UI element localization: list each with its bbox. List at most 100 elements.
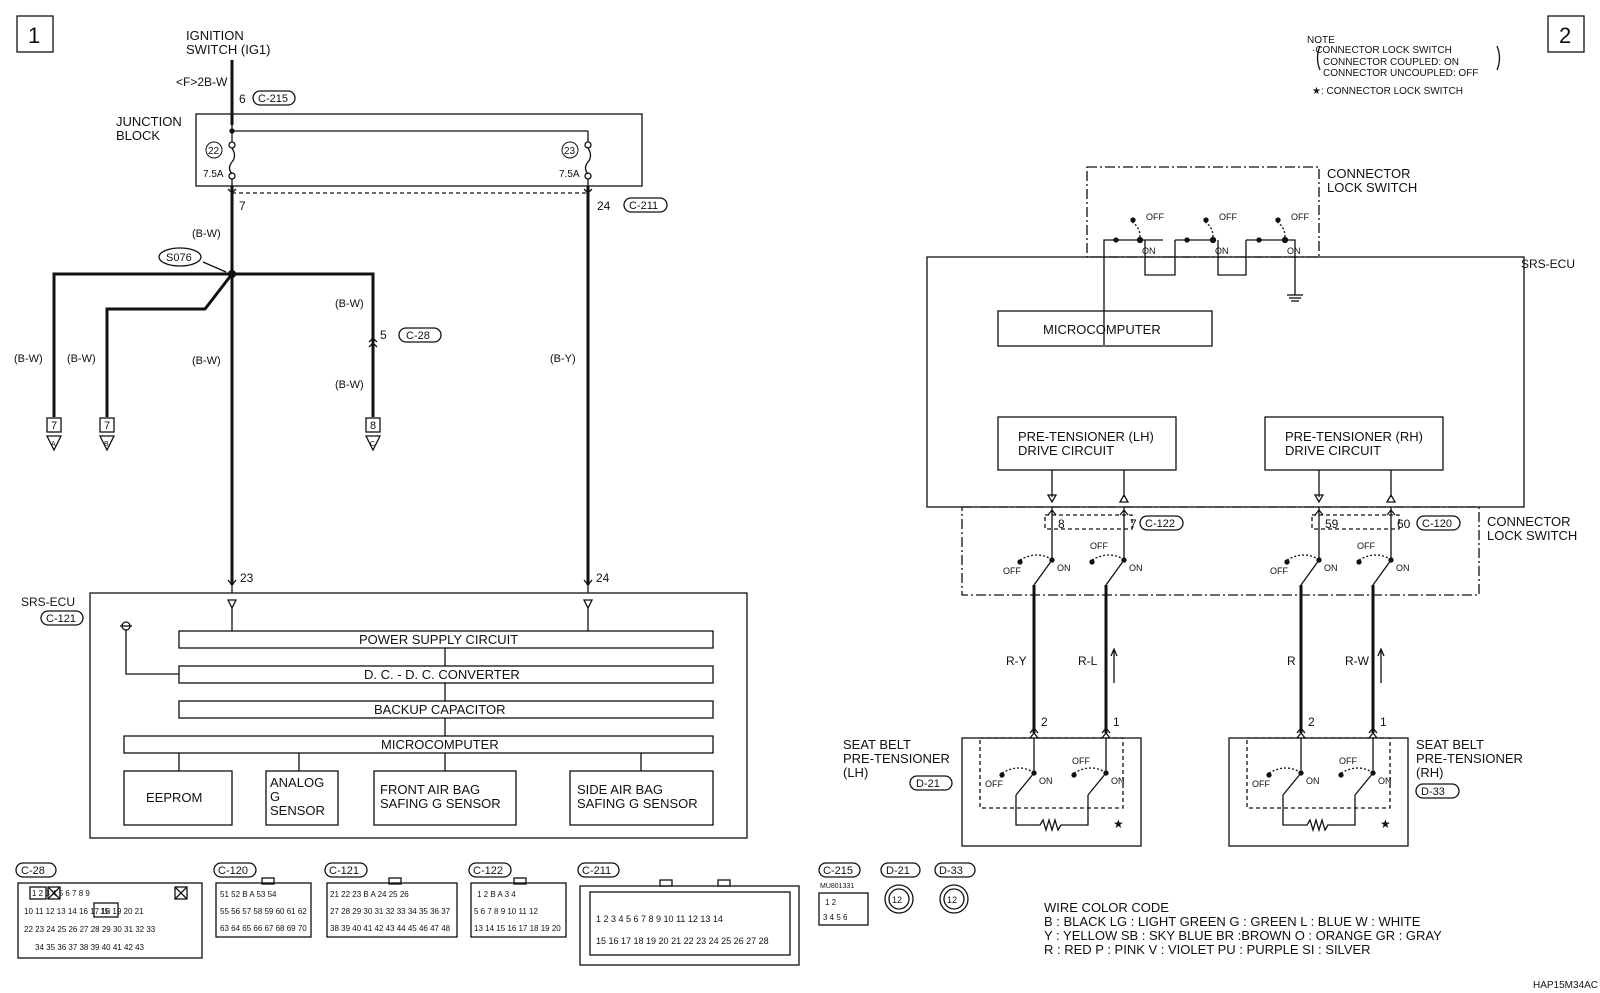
lock-switch-star-rh: ★ (1380, 817, 1391, 831)
lh-pin-2-label: 2 (1041, 715, 1048, 729)
lock-switch-star-lh: ★ (1113, 817, 1124, 831)
front-airbag-text-2: SAFING G SENSOR (380, 796, 501, 811)
c121-row-2: 27 28 29 30 31 32 33 34 35 36 37 (330, 907, 451, 916)
wire-bw-label-3: (B-W) (14, 353, 43, 365)
analog-g-sensor-block (265, 770, 339, 826)
c121-row-1: 21 22 23 B A 24 25 26 (330, 890, 409, 899)
face-c211-label: C-211 (582, 865, 611, 877)
wire-bw-label-2: (B-W) (335, 298, 364, 310)
drawing-id: HAP15M34AC (1533, 980, 1598, 991)
ecu-pin-24-label: 24 (596, 571, 610, 585)
mid-lh-switch1-on-label: ON (1057, 563, 1071, 573)
fuse-22-top-terminal (228, 141, 236, 149)
pt-rh-drive-text-2: DRIVE CIRCUIT (1285, 443, 1381, 458)
branch-to-7b (105, 273, 234, 417)
srs-ecu-label-left: SRS-ECU (21, 595, 75, 609)
c28-row-2: 10 11 12 13 14 16 17 18 19 20 21 (24, 907, 144, 916)
ref-7b-letter: B (104, 441, 109, 448)
squib-lh (1015, 795, 1089, 833)
face-c215-label: C-215 (823, 865, 853, 877)
sb-lh-switch1-on: ON (1039, 776, 1053, 786)
squib-rh (1282, 795, 1356, 833)
wire-bw-label-1: (B-W) (192, 228, 221, 240)
page-number-box-right (1547, 15, 1585, 53)
fuse-23-top-terminal (584, 141, 592, 149)
wire-ry-label: R-Y (1006, 654, 1027, 668)
connector-lock-switch-top-label-2: LOCK SWITCH (1327, 180, 1417, 195)
pt-lh-drive-text-1: PRE-TENSIONER (LH) (1018, 429, 1154, 444)
seatbelt-rh-label-2: PRE-TENSIONER (1416, 751, 1523, 766)
pt-rh-drive-text-1: PRE-TENSIONER (RH) (1285, 429, 1423, 444)
sb-lh-switch2-on: ON (1111, 776, 1125, 786)
seatbelt-lh-label-3: (LH) (843, 765, 868, 780)
analog-text-2: G (270, 789, 280, 804)
fuse-22-element (228, 147, 236, 175)
ref-box-7a (46, 417, 62, 433)
c122-row-1: 1 2 B A 3 4 (477, 890, 516, 899)
c28-row-3: 22 23 24 25 26 27 28 29 30 31 32 33 (24, 925, 156, 934)
power-supply-circuit-block (178, 630, 714, 649)
side-airbag-text-1: SIDE AIR BAG (577, 782, 663, 797)
fuse-23-number: 23 (564, 146, 576, 157)
top-switch-1-off: OFF (1146, 212, 1164, 222)
connector-lock-switch-mid-label-1: CONNECTOR (1487, 514, 1571, 529)
dcdc-converter-block (178, 665, 714, 684)
connector-face-c211 (579, 885, 800, 966)
wire-bw-label-6: (B-W) (335, 379, 364, 391)
pin-59-label: 59 (1325, 517, 1339, 531)
srs-ecu-box-right (926, 256, 1525, 508)
fuse-22-rating: 7.5A (203, 169, 224, 180)
wire-color-code-line1: B : BLACK LG : LIGHT GREEN G : GREEN L :… (1044, 914, 1421, 929)
connector-mark-c28 (368, 337, 378, 348)
pin-8-label: 8 (1058, 517, 1065, 531)
wire-rl-label: R-L (1078, 654, 1098, 668)
connector-face-c120 (215, 882, 312, 938)
connector-lock-switch-mid-box (961, 506, 1480, 596)
microcomputer-block-right (997, 310, 1213, 347)
page-number-left: 1 (28, 23, 40, 48)
c28-row-4: 34 35 36 37 38 39 40 41 42 43 (35, 943, 145, 952)
top-switch-3-on: ON (1287, 246, 1301, 256)
ecu-pin-23-label: 23 (240, 571, 254, 585)
face-d21-label: D-21 (886, 865, 910, 877)
branch-to-7a (52, 272, 232, 417)
srs-ecu-label-right: SRS-ECU (1521, 257, 1575, 271)
wire-rw-label: R-W (1345, 654, 1370, 668)
connector-face-c121 (326, 882, 458, 938)
connector-c121-label: C-121 (46, 613, 76, 625)
connector-c28-label: C-28 (406, 330, 430, 342)
side-airbag-text-2: SAFING G SENSOR (577, 796, 698, 811)
eeprom-text: EEPROM (146, 790, 202, 805)
pin-60-label: 60 (1397, 517, 1411, 531)
ignition-switch-label-2: SWITCH (IG1) (186, 42, 271, 57)
splice-s076-label: S076 (166, 252, 192, 264)
c211-row-2: 15 16 17 18 19 20 21 22 23 24 25 26 27 2… (596, 936, 769, 946)
fuse-23-rating: 7.5A (559, 169, 580, 180)
c120-row-1: 51 52 B A 53 54 (220, 890, 277, 899)
junction-block-label-1: JUNCTION (116, 114, 182, 129)
branch-to-8c (232, 272, 375, 417)
top-switch-3-off: OFF (1291, 212, 1309, 222)
note-line1: ·CONNECTOR LOCK SWITCH (1312, 45, 1452, 56)
sb-rh-switch2-off: OFF (1339, 756, 1357, 766)
c28-mid-pin: 15 (100, 907, 109, 916)
note-line2: CONNECTOR COUPLED: ON (1323, 57, 1459, 68)
mid-rh-switch1-off-label: OFF (1270, 566, 1288, 576)
ref-7a-number: 7 (51, 420, 57, 432)
wire-r-label: R (1287, 654, 1296, 668)
backup-capacitor-block (178, 700, 714, 719)
d21-pins: 12 (892, 895, 902, 905)
connector-c215-label: C-215 (258, 93, 288, 105)
pin-6-label: 6 (239, 92, 246, 106)
fuse-22-number: 22 (208, 146, 220, 157)
ref-7a-letter: A (51, 441, 56, 448)
sb-rh-switch1-off: OFF (1252, 779, 1270, 789)
mid-lh-switch1-off-label: OFF (1003, 566, 1021, 576)
connector-face-c215 (818, 892, 869, 926)
sb-rh-switch1-on: ON (1306, 776, 1320, 786)
c122-row-2: 5 6 7 8 9 10 11 12 (474, 907, 538, 916)
wire-color-code-title: WIRE COLOR CODE (1044, 900, 1169, 915)
mid-lh-switch2-on-label: ON (1129, 563, 1143, 573)
top-switch-2-off: OFF (1219, 212, 1237, 222)
mid-rh-switch2-off-label: OFF (1357, 541, 1375, 551)
